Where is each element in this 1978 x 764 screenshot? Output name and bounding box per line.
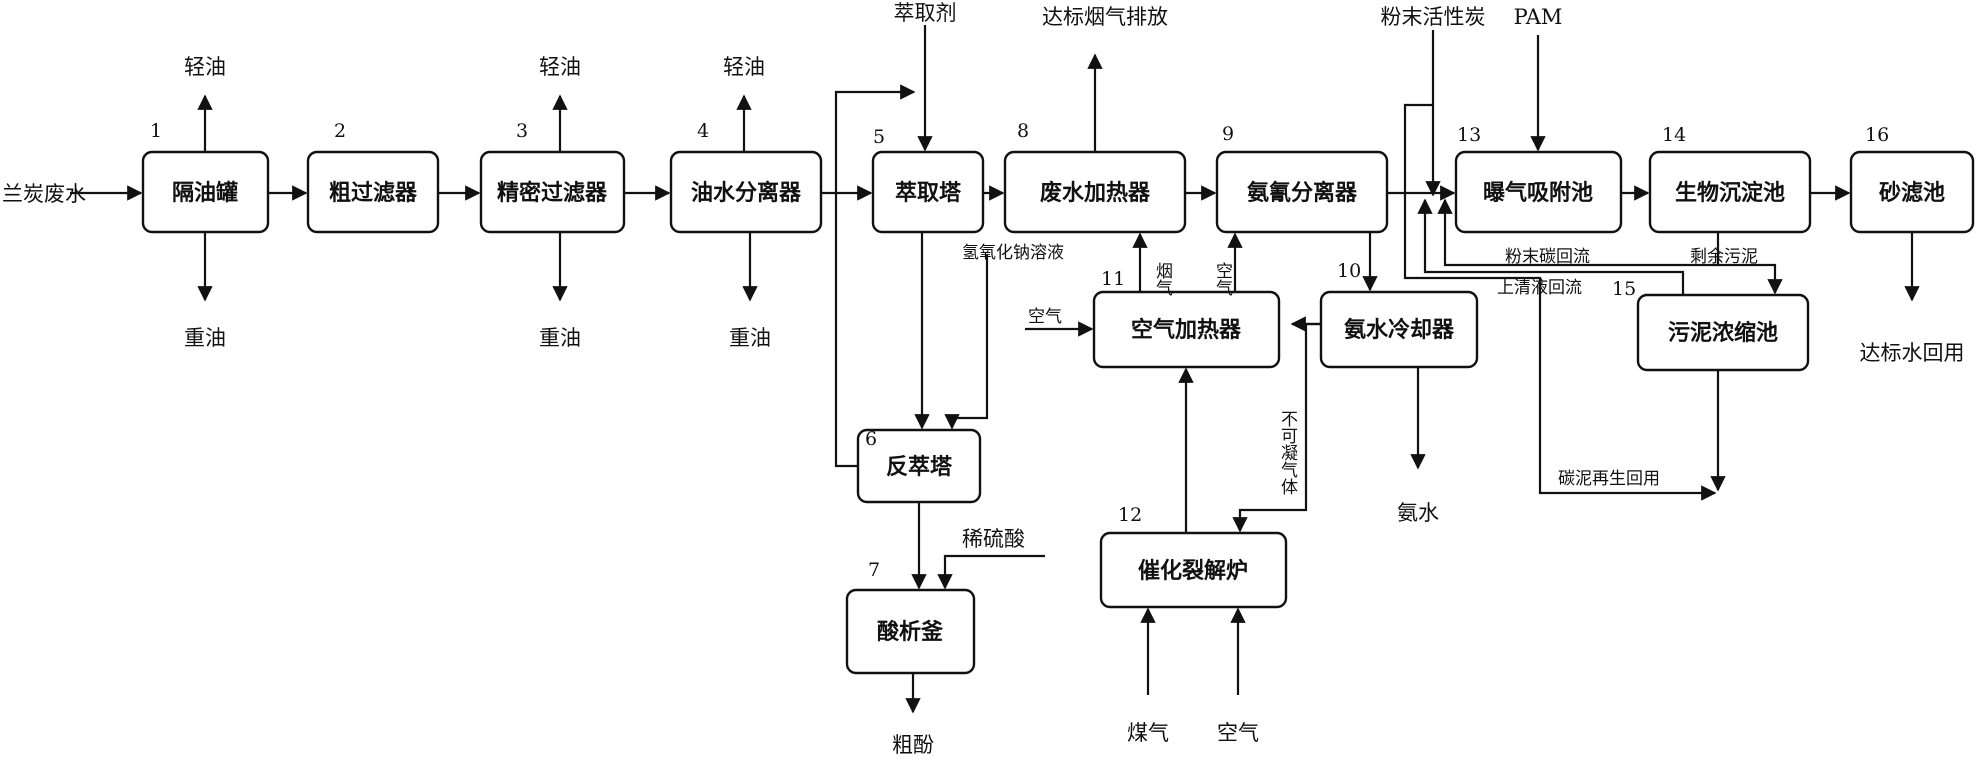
extractant-label: 萃取剂	[894, 1, 957, 25]
unit-label: 油水分离器	[691, 180, 802, 206]
supernatant-line	[1417, 198, 1685, 295]
unit-label: 粗过滤器	[329, 181, 418, 206]
light-oil-label-3: 轻油	[539, 55, 581, 79]
unit-label: 砂滤池	[1879, 180, 1945, 206]
ammonia-label: 氨水	[1397, 501, 1439, 525]
unit-number: 7	[868, 559, 880, 581]
unit-number: 12	[1118, 504, 1142, 526]
unit-number: 13	[1457, 124, 1481, 146]
unit-number: 10	[1337, 260, 1361, 282]
unit-acid-precipitation-kettle[interactable]: 酸析釜 7	[845, 559, 976, 675]
unit-label: 反萃塔	[886, 455, 953, 480]
unit-label: 氨水冷却器	[1344, 317, 1455, 343]
dilute-acid-line	[937, 554, 1045, 590]
heavy-oil-label-4: 重油	[729, 326, 771, 350]
unit-label: 萃取塔	[895, 181, 962, 206]
unit-number: 5	[873, 126, 885, 148]
unit-number: 11	[1101, 268, 1125, 290]
naoh-line	[944, 255, 989, 430]
naoh-label: 氢氧化钠溶液	[962, 243, 1064, 263]
unit-label: 生物沉淀池	[1675, 180, 1785, 206]
air-label: 空气	[1212, 262, 1233, 296]
crude-phenol-label: 粗酚	[892, 733, 934, 757]
unit-label: 氨氰分离器	[1247, 180, 1358, 206]
dilute-acid-label: 稀硫酸	[962, 527, 1025, 551]
light-oil-label-4: 轻油	[723, 55, 765, 79]
unit-catalytic-cracking-furnace[interactable]: 催化裂解炉 12	[1099, 504, 1288, 609]
unit-number: 3	[516, 120, 528, 142]
naoh-text: 氢氧化钠溶液	[962, 243, 1064, 263]
feed-label: 兰炭废水	[2, 182, 86, 206]
unit-coarse-filter[interactable]: 粗过滤器 2	[306, 120, 440, 234]
unit-sludge-thickener[interactable]: 污泥浓缩池 15	[1612, 278, 1810, 372]
heavy-oil-label-3: 重油	[539, 326, 581, 350]
air-bottom-label: 空气	[1217, 721, 1259, 745]
heavy-oil-label-1: 重油	[184, 326, 226, 350]
unit-number: 8	[1017, 120, 1029, 142]
unit-label: 酸析釜	[877, 619, 944, 645]
unit-number: 2	[334, 120, 346, 142]
unit-number: 14	[1662, 124, 1686, 146]
unit-number-visible: 6	[865, 428, 877, 450]
unit-stripping-tower[interactable]: 反萃塔 6 6	[856, 428, 982, 504]
unit-label: 废水加热器	[1040, 180, 1151, 206]
unit-label: 污泥浓缩池	[1668, 320, 1778, 346]
excess-sludge-line	[1718, 263, 1783, 295]
unit-ammonia-cyanide-separator[interactable]: 氨氰分离器 9	[1215, 123, 1389, 234]
unit-label: 曝气吸附池	[1483, 180, 1593, 206]
oil-outlets	[197, 94, 758, 302]
unit-number: 9	[1222, 123, 1234, 145]
unit-oil-water-separator[interactable]: 油水分离器 4	[669, 120, 823, 234]
unit-air-heater[interactable]: 空气加热器 11	[1092, 268, 1281, 369]
unit-label: 隔油罐	[172, 180, 238, 206]
pam-label: PAM	[1514, 5, 1563, 29]
unit-precision-filter[interactable]: 精密过滤器 3	[479, 120, 626, 234]
carbon-return-label: 粉末碳回流	[1505, 247, 1590, 267]
carbon-return-line	[1437, 198, 1720, 267]
carbon-regen-line	[1403, 103, 1717, 501]
unit-label: 精密过滤器	[497, 180, 608, 206]
unit-number: 1	[150, 120, 162, 142]
unit-biological-settling-tank[interactable]: 生物沉淀池 14	[1648, 124, 1812, 234]
light-oil-label-1: 轻油	[184, 55, 226, 79]
air-left-label: 空气	[1028, 307, 1062, 327]
gas-label: 煤气	[1127, 721, 1169, 745]
unit-number: 16	[1865, 124, 1889, 146]
unit-number: 15	[1612, 278, 1636, 300]
pac-label: 粉末活性炭	[1381, 5, 1486, 29]
unit-sand-filter[interactable]: 砂滤池 16	[1849, 124, 1975, 234]
unit-extraction-tower[interactable]: 萃取塔 5	[871, 126, 985, 234]
unit-wastewater-heater[interactable]: 废水加热器 8	[1003, 120, 1187, 234]
water-reuse-label: 达标水回用	[1860, 341, 1965, 365]
excess-sludge-label: 剩余污泥	[1690, 247, 1758, 267]
unit-ammonia-cooler[interactable]: 氨水冷却器 10	[1319, 260, 1479, 369]
unit-label: 催化裂解炉	[1138, 558, 1248, 584]
carbon-regen-label: 碳泥再生回用	[1558, 469, 1660, 489]
recycle-extractant-line	[834, 84, 916, 468]
noncond-label: 不可凝气体	[1277, 410, 1298, 495]
flue-out-label: 达标烟气排放	[1042, 5, 1168, 29]
flue-gas-label: 烟气	[1152, 262, 1173, 296]
unit-label: 空气加热器	[1131, 317, 1242, 343]
unit-number: 4	[697, 120, 709, 142]
